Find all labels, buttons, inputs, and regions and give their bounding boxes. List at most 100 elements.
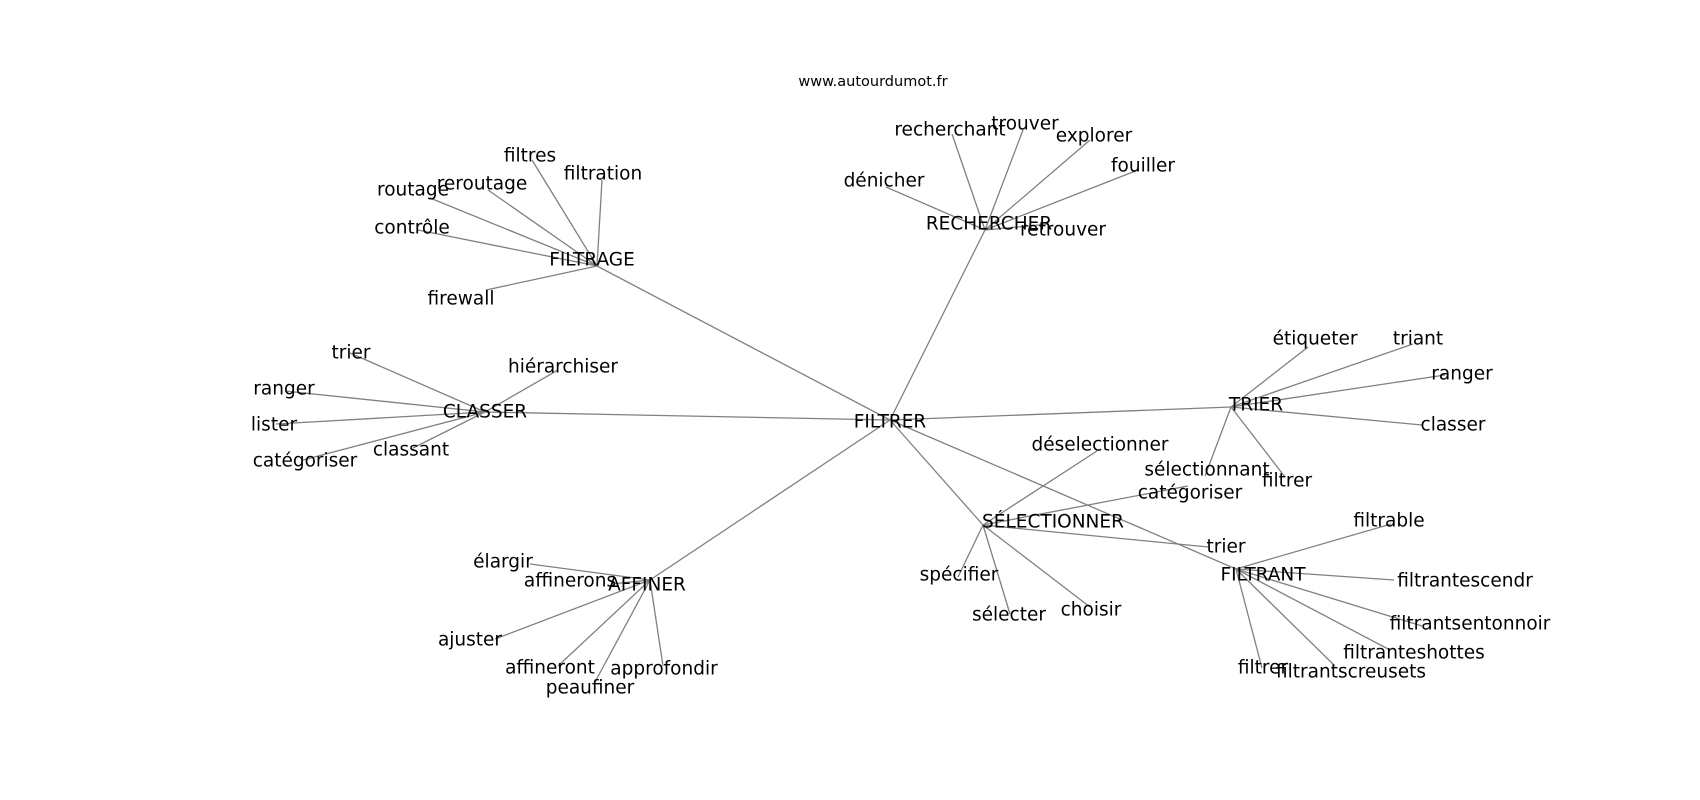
term-classer-hierarchiser: hiérarchiser <box>508 357 618 378</box>
edge-filtrant-filtrantsentonnoir <box>1235 568 1423 627</box>
edge-filtrage-filtration <box>596 179 603 267</box>
edge-filtrant-filtrable <box>1235 523 1392 570</box>
term-filtrant-filtranteshottes: filtranteshottes <box>1343 643 1485 664</box>
term-trier-etiqueter: étiqueter <box>1273 329 1358 350</box>
edge-trier-selectionnant <box>1204 406 1232 477</box>
edge-filtrant-filtrantscreusets <box>1235 568 1336 667</box>
hub-label-trier: TRIER <box>1228 395 1283 416</box>
edge-trier-classer <box>1230 406 1423 426</box>
term-affiner-elargir: élargir <box>473 552 533 573</box>
edge-selectionner-selecter <box>982 524 1011 615</box>
term-rechercher-explorer: explorer <box>1056 126 1133 147</box>
term-selectionner-choisir: choisir <box>1061 600 1122 621</box>
edge-filtrant-filtrantescendr <box>1235 568 1395 581</box>
term-classer-lister: lister <box>251 415 298 436</box>
term-filtrage-routage: routage <box>377 180 449 201</box>
term-filtrant-filtrantescendr: filtrantescendr <box>1397 571 1533 592</box>
edge-affiner-elargir <box>529 563 651 581</box>
term-filtrage-controle: contrôle <box>374 218 450 239</box>
edge-rechercher-trouver <box>984 129 1024 231</box>
term-trier-ranger: ranger <box>1431 364 1493 385</box>
term-filtrant-filtrable: filtrable <box>1353 511 1424 532</box>
term-trier-triant: triant <box>1393 329 1443 350</box>
edge-center-trier <box>889 406 1232 421</box>
term-rechercher-denicher: dénicher <box>844 171 925 192</box>
edge-rechercher-recherchant <box>951 133 986 231</box>
term-classer-categoriser: catégoriser <box>253 451 358 472</box>
edges <box>275 129 1446 683</box>
term-rechercher-recherchant: recherchant <box>894 120 1005 141</box>
term-affiner-affinerons: affinerons <box>524 571 616 592</box>
edge-selectionner-categoriser <box>982 485 1189 526</box>
term-selectionner-specifier: spécifier <box>920 565 999 586</box>
edge-classer-trier <box>349 352 486 413</box>
edge-trier-triant <box>1230 343 1414 408</box>
edge-affiner-peaufiner <box>594 579 651 683</box>
edge-rechercher-denicher <box>885 186 986 231</box>
term-filtrage-firewall: firewall <box>428 289 495 310</box>
edge-filtrage-filtres <box>531 159 598 267</box>
term-filtrant-filtrer: filtrer <box>1238 658 1289 679</box>
hub-label-selectionner: SÉLECTIONNER <box>982 511 1124 533</box>
term-selectionner-deselectionner: déselectionner <box>1032 435 1169 456</box>
edge-center-filtrage <box>596 265 891 421</box>
edge-trier-filtrer <box>1230 406 1286 478</box>
term-affiner-ajuster: ajuster <box>438 630 502 651</box>
center-word: FILTRER <box>854 412 927 433</box>
edge-selectionner-trier <box>982 524 1209 548</box>
hub-label-filtrage: FILTRAGE <box>549 250 635 271</box>
hub-label-filtrant: FILTRANT <box>1220 565 1306 586</box>
edge-classer-classant <box>412 411 486 449</box>
edge-filtrage-routage <box>429 197 598 267</box>
hub-label-affiner: AFFINER <box>608 575 686 596</box>
edge-selectionner-specifier <box>957 524 984 578</box>
term-classer-ranger: ranger <box>253 379 315 400</box>
edge-rechercher-fouiller <box>984 169 1139 231</box>
edge-filtrage-firewall <box>485 265 598 291</box>
term-filtrage-filtration: filtration <box>564 164 642 185</box>
term-rechercher-trouver: trouver <box>991 114 1059 135</box>
edge-filtrage-reroutage <box>487 189 598 267</box>
term-selectionner-selecter: sélecter <box>972 605 1046 626</box>
edge-center-rechercher <box>889 229 986 421</box>
edge-affiner-affineront <box>557 579 651 667</box>
edge-center-filtrant <box>889 419 1237 570</box>
edge-trier-etiqueter <box>1230 346 1309 408</box>
edge-classer-hierarchiser <box>484 369 559 413</box>
edge-filtrage-controle <box>417 229 598 267</box>
edge-selectionner-deselectionner <box>982 450 1098 526</box>
edge-center-selectionner <box>889 419 984 526</box>
edge-filtrant-filtrer <box>1235 568 1263 669</box>
edge-affiner-affinerons <box>610 579 651 585</box>
term-affiner-peaufiner: peaufiner <box>546 678 635 699</box>
term-affiner-approfondir: approfondir <box>610 659 718 680</box>
hub-label-classer: CLASSER <box>443 402 527 423</box>
term-classer-classant: classant <box>373 440 449 461</box>
term-trier-classer: classer <box>1421 415 1486 436</box>
term-trier-selectionnant: sélectionnant <box>1144 460 1269 481</box>
term-filtrage-reroutage: reroutage <box>437 174 528 195</box>
term-trier-filtrer: filtrer <box>1262 471 1313 492</box>
term-filtrant-filtrantsentonnoir: filtrantsentonnoir <box>1390 614 1551 635</box>
term-selectionner-trier: trier <box>1207 537 1246 558</box>
term-classer-trier: trier <box>332 343 371 364</box>
edge-filtrant-filtranteshottes <box>1235 568 1391 651</box>
edge-classer-ranger <box>284 390 486 413</box>
source-label: www.autourdumot.fr <box>798 74 947 90</box>
edge-classer-categoriser <box>302 411 486 461</box>
edge-center-affiner <box>649 419 891 581</box>
edge-rechercher-explorer <box>984 139 1091 231</box>
term-selectionner-categoriser: catégoriser <box>1138 483 1243 504</box>
edge-affiner-ajuster <box>494 579 651 640</box>
hub-label-rechercher: RECHERCHER <box>926 214 1053 235</box>
term-rechercher-fouiller: fouiller <box>1111 156 1175 177</box>
term-filtrant-filtrantscreusets: filtrantscreusets <box>1276 662 1426 683</box>
edge-trier-ranger <box>1230 374 1446 408</box>
edge-rechercher-retrouver <box>984 223 1050 231</box>
term-filtrage-filtres: filtres <box>504 146 556 167</box>
term-rechercher-retrouver: retrouver <box>1020 220 1106 241</box>
edge-classer-lister <box>275 411 486 425</box>
edge-affiner-approfondir <box>649 579 664 667</box>
